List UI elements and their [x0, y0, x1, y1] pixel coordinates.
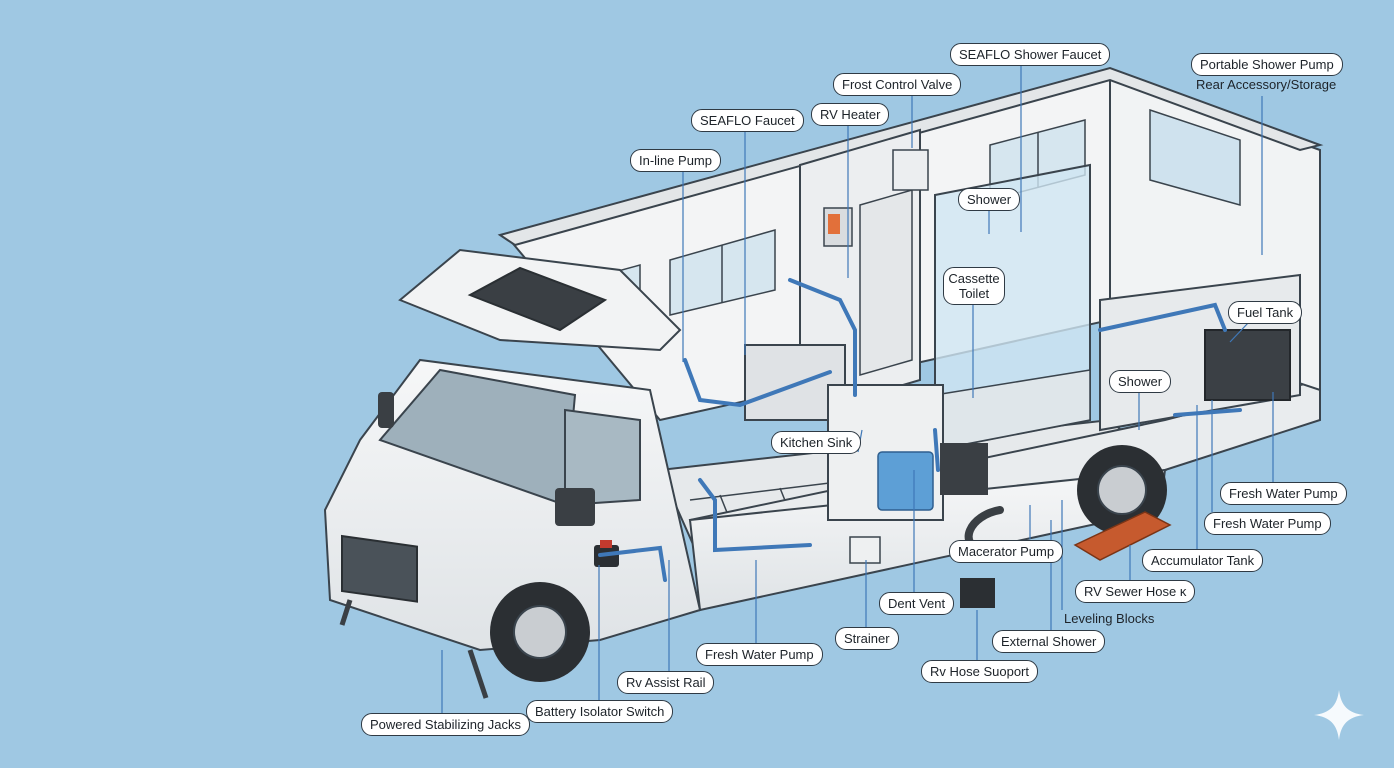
sparkle-icon: [1314, 690, 1364, 740]
rear-window: [1149, 108, 1241, 206]
label-rv-assist-rail: Rv Assist Rail: [617, 671, 715, 694]
blue-water-container: [877, 451, 934, 511]
label-rear-accessory-storage: Rear Accessory/Storage: [1196, 77, 1337, 92]
stabilizing-jacks: [339, 599, 489, 699]
side-mirror: [555, 488, 595, 526]
label-kitchen-sink: Kitchen Sink: [771, 431, 862, 454]
label-inline-pump: In-line Pump: [630, 149, 721, 172]
front-grille: [341, 534, 418, 603]
label-frost-control-valve: Frost Control Valve: [833, 73, 962, 96]
bathroom-door: [859, 189, 913, 376]
grey-tank: [940, 443, 988, 495]
roof-vent: [467, 266, 608, 332]
plumbing-lines: [598, 278, 1242, 582]
left-mirror: [378, 392, 394, 428]
hose-support: [960, 578, 995, 608]
label-seaflo-shower-faucet: SEAFLO Shower Faucet: [950, 43, 1111, 66]
leveling-blocks: [1073, 511, 1172, 561]
windshield: [378, 368, 577, 507]
label-rv-hose-support: Rv Hose Suoport: [921, 660, 1038, 683]
label-strainer: Strainer: [835, 627, 899, 650]
label-cassette-toilet: Cassette Toilet: [943, 267, 1005, 305]
dent-vent: [849, 536, 881, 564]
label-external-shower: External Shower: [992, 630, 1106, 653]
label-leveling-blocks: Leveling Blocks: [1064, 611, 1155, 626]
label-fresh-water-pump-2: Fresh Water Pump: [1204, 512, 1331, 535]
battery-isolator-knob: [600, 540, 612, 548]
label-shower-lower: Shower: [1109, 370, 1172, 393]
label-dent-vent: Dent Vent: [879, 592, 955, 615]
label-portable-shower-pump: Portable Shower Pump: [1191, 53, 1343, 76]
label-accumulator-tank: Accumulator Tank: [1142, 549, 1264, 572]
fuel-tank: [1204, 329, 1291, 401]
rv-heater-display: [828, 214, 840, 234]
label-battery-isolator-switch: Battery Isolator Switch: [526, 700, 674, 723]
label-shower-upper: Shower: [958, 188, 1021, 211]
label-rv-sewer-hose: RV Sewer Hose κ: [1075, 580, 1196, 603]
label-rv-heater: RV Heater: [811, 103, 890, 126]
side-window-cab: [564, 408, 641, 507]
label-macerator-pump: Macerator Pump: [949, 540, 1064, 563]
label-fresh-water-pump-1: Fresh Water Pump: [1220, 482, 1347, 505]
label-powered-stabilizing-jacks: Powered Stabilizing Jacks: [361, 713, 531, 736]
frost-control-unit: [892, 149, 929, 191]
front-wheel: [490, 582, 590, 682]
label-fresh-water-pump-bottom: Fresh Water Pump: [696, 643, 823, 666]
label-seaflo-faucet: SEAFLO Faucet: [691, 109, 804, 132]
label-fuel-tank: Fuel Tank: [1228, 301, 1303, 324]
rv-roof-edge: [497, 66, 1324, 247]
